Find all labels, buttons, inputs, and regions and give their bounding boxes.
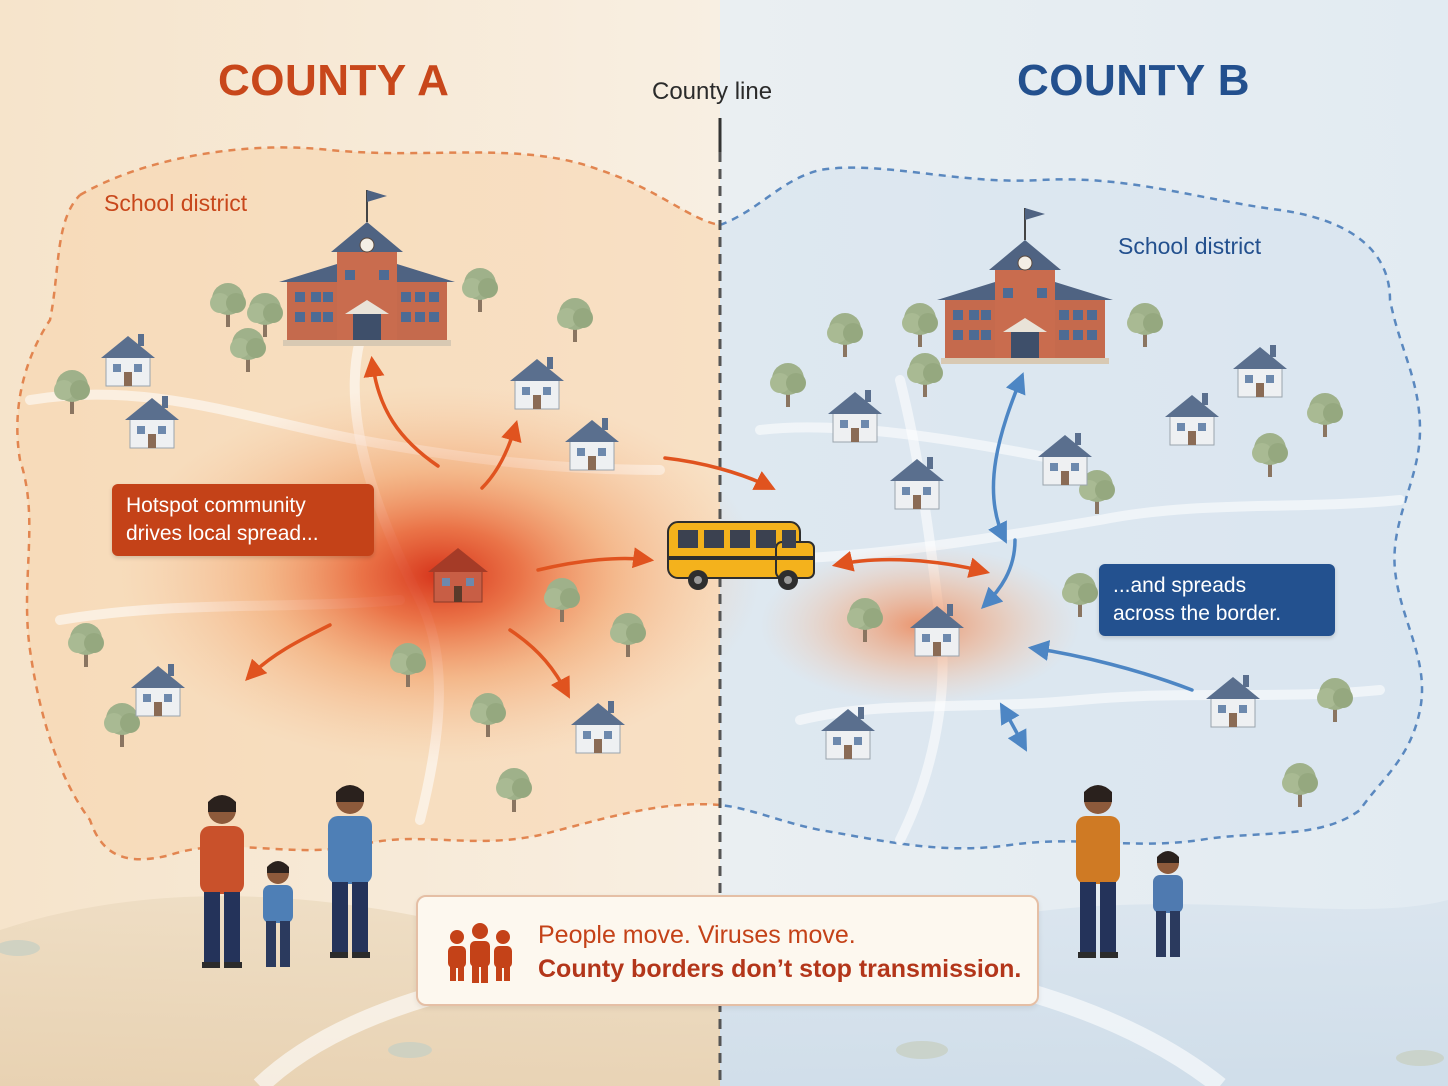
- border-callout-line2: across the border.: [1113, 602, 1282, 625]
- grass-tufts: [0, 940, 1444, 1066]
- border-callout: ...and spreads across the border.: [1099, 564, 1335, 636]
- county-b-district-border: [719, 166, 1424, 850]
- school-bus-icon: [667, 521, 815, 590]
- border-callout-line1: ...and spreads: [1113, 574, 1247, 597]
- county-a-district-border: [16, 146, 721, 861]
- message-line1: People move. Viruses move.: [538, 921, 856, 949]
- message-line2: County borders don’t stop transmission.: [538, 955, 1022, 983]
- hill-left: [0, 896, 720, 1086]
- hotspot-callout: Hotspot community drives local spread...: [112, 484, 374, 556]
- school-district-label-county-b: School district: [1118, 233, 1262, 259]
- school-district-label-county-a: School district: [104, 190, 248, 216]
- cross-border-arrow: [831, 551, 991, 578]
- spread-arrows-county-b: [981, 372, 1194, 752]
- hotspot-house-icon: [428, 548, 488, 603]
- hotspot-callout-line2: drives local spread...: [126, 522, 319, 545]
- people-group-icon: [448, 923, 512, 983]
- county-a-title: COUNTY A: [218, 56, 450, 105]
- county-b-title: COUNTY B: [1017, 56, 1250, 105]
- message-box: People move. Viruses move. County border…: [416, 895, 1039, 1006]
- county-line-label: County line: [652, 78, 773, 105]
- spread-arrows-county-a: [245, 355, 776, 699]
- hotspot-callout-line1: Hotspot community: [126, 494, 306, 517]
